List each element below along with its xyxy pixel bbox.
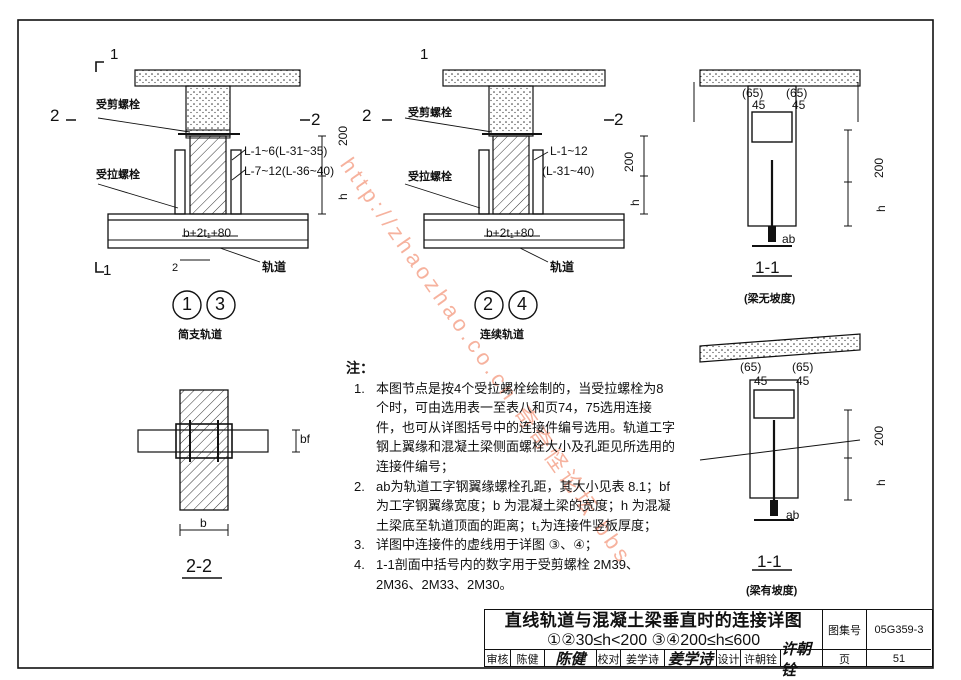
drawing-subtitle: ①②30≤h<200 ③④200≤h≤600: [546, 632, 761, 649]
dim-65-left-flat: (65): [742, 86, 764, 100]
section-mark-1-top-mid: 1: [420, 46, 429, 63]
caption-continuous-rail: 连续轨道: [480, 329, 524, 341]
section-mark-2-right: 2: [311, 110, 321, 129]
section-mark-1-top: 1: [110, 46, 119, 63]
page-label: 页: [823, 650, 867, 667]
check-name: 姜学诗: [621, 650, 665, 667]
section-mark-1-bottom: 1: [103, 262, 112, 279]
circle-label-3: 3: [215, 294, 226, 314]
section-1-1-sloped: [699, 333, 861, 571]
design-name: 许朝铨: [741, 650, 781, 667]
detail-simple-rail: [66, 61, 326, 320]
label-conn-mid-a: L-1~12: [550, 144, 588, 158]
section-mark-2-left: 2: [50, 106, 60, 125]
dim-200-mid: 200: [622, 151, 636, 172]
label-tension-bolt-mid: 受拉螺栓: [408, 171, 452, 183]
check-label: 校对: [597, 650, 621, 667]
dim-b: b: [200, 516, 207, 530]
dim-h-mid: h: [628, 199, 642, 206]
dim-65-right-sloped: (65): [792, 360, 814, 374]
dim-2: 2: [172, 262, 179, 274]
note-item: 1.本图节点是按4个受拉螺栓绘制的，当受拉螺栓为8个时，可由选用表一至表八和页7…: [354, 380, 676, 474]
dim-45-right-sloped: 45: [796, 374, 810, 388]
circle-label-1: 1: [182, 294, 193, 314]
dim-ab-flat: ab: [782, 232, 796, 246]
detail-circle-1: [172, 290, 202, 320]
caption-simple-rail: 简支轨道: [178, 329, 222, 341]
dim-width-left: b+2t₁+80: [183, 226, 232, 240]
section-2-2-title: 2-2: [186, 556, 213, 576]
design-signature: 许朝铨: [781, 640, 823, 679]
section-1-1-title-sloped: 1-1: [757, 552, 782, 571]
dim-200-flat: 200: [872, 157, 886, 178]
dim-width-mid: b+2t₁+80: [486, 226, 535, 240]
title-block-title: 直线轨道与混凝土梁垂直时的连接详图 ①②30≤h<200 ③④200≤h≤600: [485, 610, 823, 650]
review-label: 审核: [485, 650, 511, 667]
dim-65-right-flat: (65): [786, 86, 808, 100]
dim-45-right-flat: 45: [792, 98, 806, 112]
check-signature: 姜学诗: [665, 650, 717, 668]
dim-200-sloped: 200: [872, 425, 886, 446]
label-conn-a: L-1~6(L-31~35): [244, 144, 328, 158]
notes-heading: 注：: [346, 360, 374, 376]
detail-circle-4: [508, 290, 538, 320]
drawing-title: 直线轨道与混凝土梁垂直时的连接详图: [504, 611, 803, 630]
page-number: 51: [892, 652, 906, 665]
label-rail-left: 轨道: [262, 260, 287, 274]
circle-label-4: 4: [517, 294, 528, 314]
section-1-1-sub-sloped: (梁有坡度): [746, 585, 798, 597]
section-mark-2-right-mid: 2: [614, 110, 624, 129]
section-mark-2-left-mid: 2: [362, 106, 372, 125]
review-signature: 陈健: [545, 650, 597, 668]
dim-45-left-sloped: 45: [754, 374, 768, 388]
note-item: 2.ab为轨道工字钢翼缘螺栓孔距，其大小见表 8.1；bf为工字钢翼缘宽度；b …: [354, 478, 671, 533]
dim-h-flat: h: [874, 205, 888, 212]
label-conn-b: L-7~12(L-36~40): [244, 164, 335, 178]
circle-label-2: 2: [483, 294, 494, 314]
title-block: 直线轨道与混凝土梁垂直时的连接详图 ①②30≤h<200 ③④200≤h≤600…: [484, 609, 933, 679]
dim-65-left-sloped: (65): [740, 360, 762, 374]
detail-continuous-rail: [382, 69, 648, 320]
sheet-border: [17, 19, 934, 669]
notes: 注： 1.本图节点是按4个受拉螺栓绘制的，当受拉螺栓为8个时，可由选用表一至表八…: [346, 359, 676, 594]
detail-circle-2: [474, 290, 504, 320]
dim-45-left-flat: 45: [752, 98, 766, 112]
section-1-1-title-flat: 1-1: [755, 258, 780, 277]
note-item: 4.1-1剖面中括号内的数字用于受剪螺栓 2M39、2M36、2M33、2M30…: [354, 556, 639, 592]
review-name: 陈健: [511, 650, 545, 667]
atlas-label: 图集号: [823, 610, 867, 650]
note-item: 3.详图中连接件的虚线用于详图 ③、④；: [354, 537, 598, 553]
section-2-2: [137, 389, 300, 579]
section-1-1-sub-flat: (梁无坡度): [744, 293, 796, 305]
label-conn-mid-b: (L-31~40): [542, 164, 595, 178]
atlas-number: 05G359-3: [867, 610, 931, 650]
label-shear-bolt-mid: 受剪螺栓: [408, 107, 452, 119]
section-1-1-flat: [693, 69, 861, 277]
dim-ab-sloped: ab: [786, 508, 800, 522]
detail-circle-3: [206, 290, 236, 320]
dim-h-left: h: [336, 193, 350, 200]
dim-h-sloped: h: [874, 479, 888, 486]
dim-200-left: 200: [336, 125, 350, 146]
design-label: 设计: [717, 650, 741, 667]
label-rail-mid: 轨道: [550, 260, 575, 274]
label-tension-bolt: 受拉螺栓: [96, 169, 140, 181]
label-shear-bolt: 受剪螺栓: [96, 99, 140, 111]
dim-bf: bf: [300, 432, 311, 446]
